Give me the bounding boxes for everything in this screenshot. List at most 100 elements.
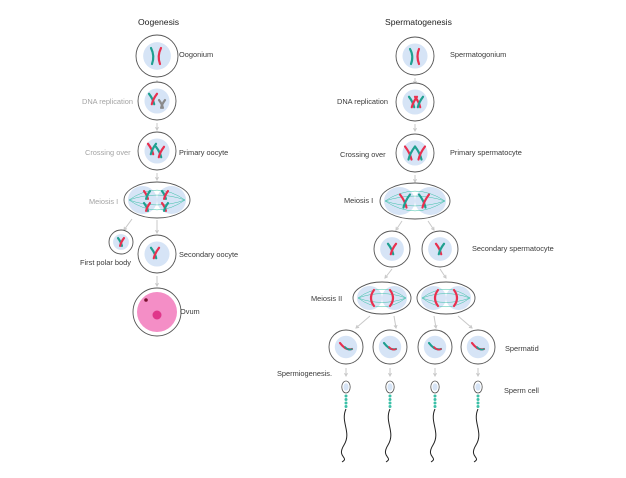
arrow-head bbox=[393, 324, 398, 330]
chromosome bbox=[388, 346, 397, 351]
spindle-fiber bbox=[128, 194, 186, 201]
nucleus bbox=[402, 43, 428, 69]
spindle-fiber bbox=[384, 190, 446, 202]
nucleus bbox=[144, 241, 170, 267]
arrow-head bbox=[413, 127, 417, 133]
arrow-head bbox=[395, 226, 400, 231]
sperm-tail bbox=[384, 408, 392, 463]
arrow-head bbox=[155, 176, 159, 182]
chromosome bbox=[416, 95, 425, 109]
sperm-tail bbox=[340, 408, 348, 463]
midpiece bbox=[476, 401, 480, 405]
label-sperm-cell: Sperm cell bbox=[504, 386, 539, 395]
midpiece bbox=[344, 405, 348, 408]
chromosome bbox=[433, 288, 440, 308]
label-secondary-oocyte: Secondary oocyte bbox=[179, 250, 239, 259]
chromosome bbox=[157, 145, 166, 159]
arrow-line bbox=[427, 220, 435, 231]
spermatogenesis-title: Spermatogenesis bbox=[385, 17, 452, 27]
chromosome bbox=[417, 145, 427, 161]
chromosome bbox=[152, 246, 161, 260]
label-meiosis-2: Meiosis II bbox=[311, 294, 343, 303]
chromosome bbox=[403, 145, 413, 161]
polar-body-dot bbox=[144, 298, 148, 302]
chromosome bbox=[157, 46, 163, 66]
midpiece bbox=[388, 401, 392, 405]
arrow-head bbox=[468, 324, 473, 329]
chromosome bbox=[344, 346, 353, 351]
label-first-polar-body: First polar body bbox=[80, 258, 131, 267]
label-primary-oocyte: Primary oocyte bbox=[179, 148, 229, 157]
nucleus bbox=[144, 138, 170, 164]
chromosome bbox=[398, 193, 408, 209]
midpiece bbox=[476, 394, 480, 398]
nucleus bbox=[387, 383, 393, 391]
nucleus bbox=[343, 383, 349, 391]
arrow-head bbox=[433, 372, 437, 378]
arrow-head bbox=[442, 274, 447, 279]
label-oo-meiosis-1: Meiosis I bbox=[89, 197, 119, 206]
midpiece bbox=[476, 398, 480, 401]
arrow-line bbox=[355, 315, 371, 329]
spindle-fiber bbox=[421, 293, 471, 299]
chromosome bbox=[145, 202, 152, 212]
nucleus bbox=[402, 140, 428, 166]
spindle-fiber bbox=[357, 293, 407, 299]
arrow-head bbox=[433, 324, 438, 330]
chromosome bbox=[160, 99, 167, 109]
chromosome bbox=[150, 92, 159, 106]
nucleus bbox=[432, 383, 438, 391]
arrow-line bbox=[384, 268, 393, 279]
label-oogonium: Oogonium bbox=[179, 50, 214, 59]
label-ovum: Ovum bbox=[180, 307, 200, 316]
spindle-fiber bbox=[357, 297, 407, 308]
arrow-head bbox=[155, 229, 159, 235]
spindle-fiber bbox=[357, 297, 407, 303]
chromosome bbox=[452, 288, 459, 308]
chromosome bbox=[413, 95, 422, 109]
spindle-fiber bbox=[128, 199, 186, 211]
arrow-head bbox=[388, 372, 392, 378]
chromosome bbox=[147, 92, 156, 106]
chromosome bbox=[369, 288, 376, 308]
midpiece bbox=[388, 398, 392, 401]
midpiece bbox=[344, 398, 348, 401]
oogenesis-title: Oogenesis bbox=[138, 17, 180, 27]
chromosome bbox=[476, 346, 485, 351]
nucleus bbox=[475, 383, 481, 391]
chromosome bbox=[408, 47, 414, 66]
arrow-head bbox=[155, 282, 159, 288]
chromosome bbox=[146, 142, 155, 156]
midpiece bbox=[433, 405, 437, 408]
chromosome bbox=[402, 193, 412, 209]
nucleus bbox=[143, 42, 171, 70]
label-oo-crossing-over: Crossing over bbox=[85, 148, 131, 157]
label-secondary-spermatocyte: Secondary spermatocyte bbox=[472, 244, 554, 253]
nucleus bbox=[446, 286, 471, 310]
midpiece bbox=[476, 405, 480, 408]
midpiece bbox=[433, 398, 437, 401]
chromosome bbox=[417, 193, 427, 209]
chromosome bbox=[388, 288, 395, 308]
nucleus bbox=[402, 89, 428, 115]
spindle-fiber bbox=[421, 297, 471, 308]
midpiece bbox=[344, 401, 348, 405]
ovum-nucleus bbox=[152, 310, 162, 320]
midpiece bbox=[433, 401, 437, 405]
chromosome bbox=[407, 95, 416, 109]
label-oo-dna-replication: DNA replication bbox=[82, 97, 133, 106]
arrow-line bbox=[457, 315, 473, 329]
arrow-head bbox=[344, 372, 348, 378]
arrow-head bbox=[155, 126, 159, 132]
chromosome bbox=[421, 193, 431, 209]
nucleus bbox=[357, 286, 382, 310]
chromosome bbox=[149, 46, 155, 66]
spindle-fiber bbox=[421, 297, 471, 303]
chromosome bbox=[154, 145, 163, 159]
spindle-fiber bbox=[421, 288, 471, 299]
midpiece bbox=[388, 394, 392, 398]
chromosome bbox=[386, 242, 395, 256]
chromosome bbox=[163, 190, 170, 200]
